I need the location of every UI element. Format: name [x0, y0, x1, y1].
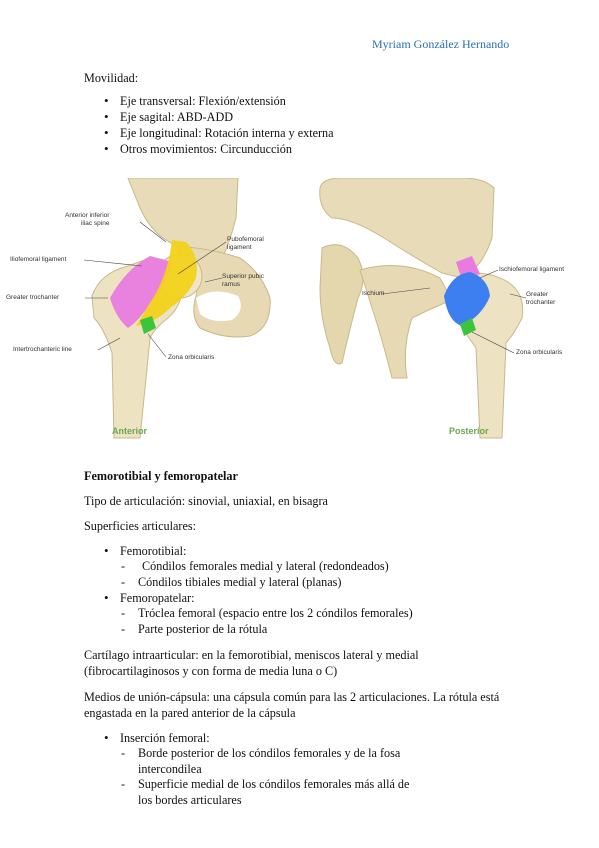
pubofemoral-ligament-shape [136, 240, 197, 326]
cartilago-line-1: Cartílago intraarticular: en la femoroti… [84, 648, 419, 662]
zona-orbicularis-shape [460, 318, 476, 336]
list-item-insercion: Inserción femoral: [84, 730, 524, 746]
insercion-sublist: Borde posterior de los cóndilos femorale… [84, 746, 414, 808]
label-intertrochanteric-line: Intertrochanteric line [13, 346, 72, 353]
label-superior-pubic-ramus: Superior pubic ramus [222, 273, 264, 288]
label-zona-orbicularis: Zona orbicularis [516, 349, 563, 356]
author-name: Myriam González Hernando [372, 37, 510, 51]
caption-anterior: Anterior [112, 426, 148, 436]
label-greater-trochanter: Greater trochanter [6, 294, 60, 301]
movilidad-list: Eje transversal: Flexión/extensión Eje s… [84, 93, 514, 157]
movilidad-title: Movilidad: [84, 71, 139, 85]
list-item: Eje transversal: Flexión/extensión [84, 93, 514, 109]
list-item: Eje longitudinal: Rotación interna y ext… [84, 125, 514, 141]
sub-item: Tróclea femoral (espacio entre los 2 cón… [84, 606, 524, 622]
caption-posterior: Posterior [449, 426, 489, 436]
iliofemoral-ligament-shape [110, 256, 172, 328]
ischiofemoral-ligament-shape [444, 272, 490, 326]
sub-item: Borde posterior de los cóndilos femorale… [84, 746, 414, 777]
hip-anterior-illustration [83, 177, 271, 439]
superficies-title: Superficies articulares: [84, 519, 197, 533]
hip-posterior-figure: Ischium Ischiofemoral ligament Greater t… [312, 177, 582, 443]
label-zona-orbicularis: Zona orbicularis [168, 354, 215, 361]
zona-orbicularis-shape [140, 316, 156, 334]
femorotibial-section: Femorotibial y femoropatelar Tipo de art… [84, 468, 524, 808]
medios-line-2: engastada en la pared anterior de la cáp… [84, 706, 296, 720]
hip-anterior-figure: Anterior inferior iliac spine Iliofemora… [0, 177, 290, 443]
list-item: Otros movimientos: Circunducción [84, 141, 514, 157]
femoropatelar-label: Femoropatelar: [120, 591, 195, 605]
insercion-label: Inserción femoral: [120, 731, 210, 745]
sub-item: Cóndilos tibiales medial y lateral (plan… [84, 575, 524, 591]
label-aiis: Anterior inferior iliac spine [65, 212, 110, 227]
femorotibial-label: Femorotibial: [120, 544, 187, 558]
femoropatelar-sublist: Tróclea femoral (espacio entre los 2 cón… [84, 606, 524, 637]
superficies-list: Femorotibial: [84, 543, 524, 559]
movilidad-section: Movilidad: Eje transversal: Flexión/exte… [84, 70, 514, 157]
label-greater-trochanter: Greater trochanter [526, 291, 556, 306]
label-pubofemoral-ligament: Pubofemoral ligament [227, 236, 264, 251]
section-heading: Femorotibial y femoropatelar [84, 469, 238, 483]
insercion-list: Inserción femoral: [84, 730, 524, 746]
list-item: Eje sagital: ABD-ADD [84, 109, 514, 125]
tipo-articulacion: Tipo de articulación: sinovial, uniaxial… [84, 494, 328, 508]
cartilago-line-2: (fibrocartilaginosos y con forma de medi… [84, 664, 338, 678]
hip-posterior-illustration [319, 177, 527, 439]
medios-line-1: Medios de unión-cápsula: una cápsula com… [84, 690, 500, 704]
label-iliofemoral-ligament: Iliofemoral ligament [10, 256, 67, 263]
sub-item: Parte posterior de la rótula [84, 622, 524, 638]
superficies-list-2: Femoropatelar: [84, 590, 524, 606]
sub-item: Superficie medial de los cóndilos femora… [84, 777, 414, 808]
sub-item: Cóndilos femorales medial y lateral (red… [84, 559, 524, 575]
label-ischium: Ischium [362, 290, 385, 297]
list-item-femorotibial: Femorotibial: [84, 543, 524, 559]
femorotibial-sublist: Cóndilos femorales medial y lateral (red… [84, 559, 524, 590]
list-item-femoropatelar: Femoropatelar: [84, 590, 524, 606]
label-ischiofemoral-ligament: Ischiofemoral ligament [499, 266, 565, 273]
